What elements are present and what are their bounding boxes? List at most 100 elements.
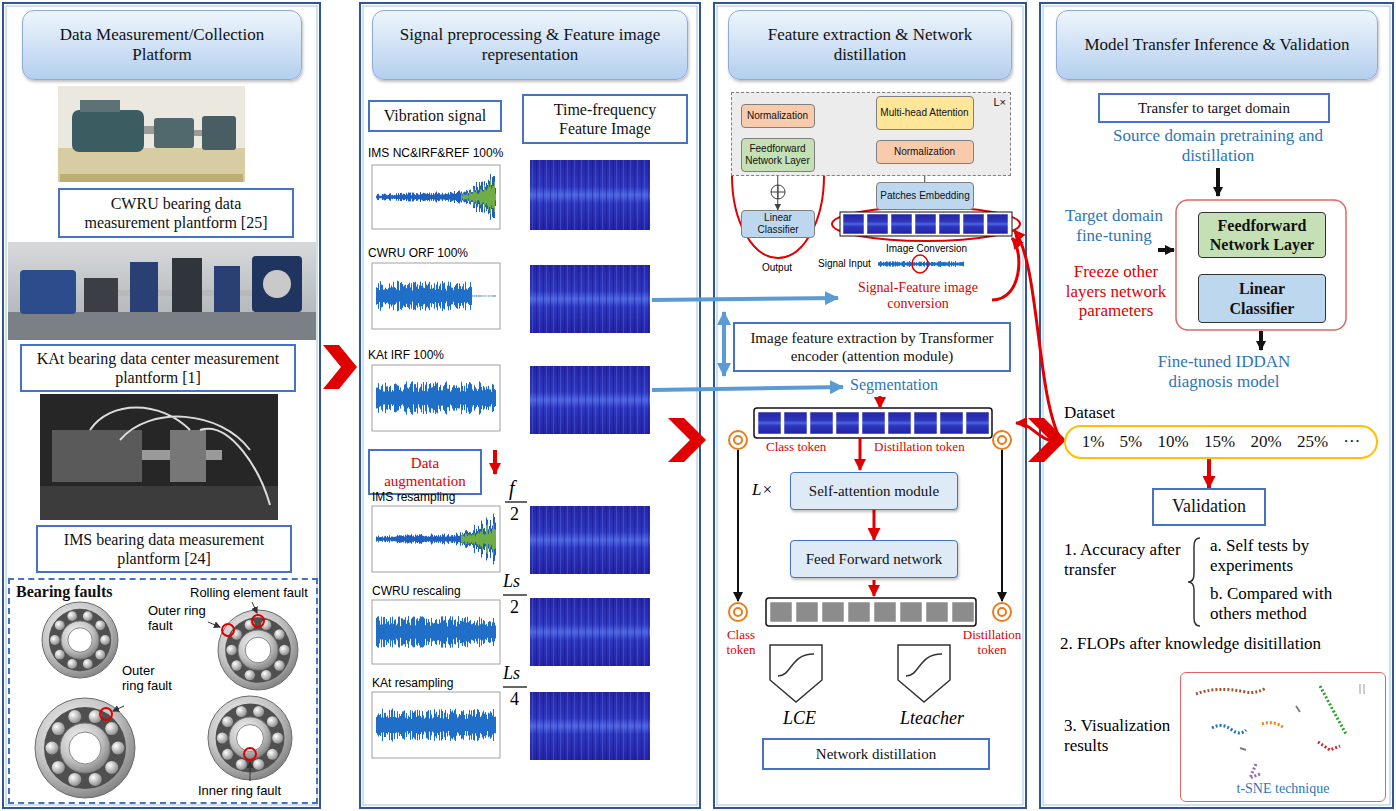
- panel-frames: [3, 3, 1393, 808]
- node-content: t-SNE technique: [1181, 781, 1385, 798]
- bearing-ball: [236, 759, 247, 770]
- node-text: 1%: [1080, 432, 1107, 452]
- annotation-label: 4: [510, 689, 519, 710]
- bearing-ball: [95, 650, 105, 660]
- patch: [822, 602, 844, 622]
- annotation-label: LCE: [783, 708, 816, 729]
- node-content: L×: [993, 96, 1006, 109]
- patch: [862, 412, 885, 434]
- bearing-inner: [61, 621, 99, 659]
- bearing-ball: [274, 629, 284, 639]
- node-content: Data Measurement/Collection Platform: [33, 25, 291, 66]
- patch: [987, 214, 1008, 234]
- node-text: Self-attention module: [809, 482, 939, 500]
- node-content: Linear Classifier: [1205, 279, 1319, 317]
- bearing-ball: [55, 620, 65, 630]
- bearing-ball: [83, 659, 93, 669]
- bearing-ball: [89, 773, 102, 786]
- node-text: Feature extraction & Network distillatio…: [739, 25, 1001, 66]
- layer-box: Normalization: [741, 104, 815, 128]
- bearing-outer: [208, 696, 292, 780]
- node-text: KAt bearing data center measurement plan…: [30, 349, 286, 387]
- annotation-label: 2: [510, 504, 519, 525]
- node-text: Data augmentation: [375, 454, 475, 490]
- process-box: Self-attention module: [790, 472, 958, 510]
- patch: [874, 602, 896, 622]
- header-box: Signal preprocessing & Feature image rep…: [372, 10, 688, 80]
- bearing-ball: [67, 659, 77, 669]
- annotation-label: 2. FLOPs after knowledge disitillation: [1060, 634, 1390, 654]
- connector: [1207, 459, 1211, 488]
- node-text: L×: [993, 96, 1006, 109]
- node-text: Feedforward Network Layer: [745, 143, 811, 167]
- node-text: Linear Classifier: [745, 212, 811, 236]
- node-content: Bearing faults: [16, 582, 112, 601]
- annotation-label: CWRU ORF 100%: [368, 247, 468, 261]
- annotation-label: Source domain pretraining and distillati…: [1106, 126, 1330, 165]
- tsne-scatter: [1196, 684, 1364, 778]
- node-text: Bearing faults: [16, 582, 112, 601]
- bearing-ball: [50, 635, 60, 645]
- layer-box: Feedforward Network Layer: [1198, 212, 1326, 258]
- annotation-label: Ls: [503, 571, 520, 592]
- header-box: Feature extraction & Network distillatio…: [728, 10, 1012, 80]
- patch: [770, 602, 792, 622]
- node-text: Linear Classifier: [1205, 279, 1319, 317]
- bearing-ball: [67, 611, 77, 621]
- node-text: 25%: [1295, 432, 1330, 452]
- node-text: IMS bearing data measurement plantform […: [46, 530, 282, 568]
- fraction-bars: [495, 450, 527, 687]
- layer-box: Normalization: [876, 140, 974, 164]
- node-content: Model Transfer Inference & Validation: [1084, 35, 1349, 55]
- node-content: Normalization: [894, 146, 955, 158]
- layer-box: Linear Classifier: [741, 210, 815, 238]
- annotation-label: Inner ring fault: [198, 784, 281, 799]
- annotation-label: Distillation token: [874, 440, 965, 455]
- annotation-label: IMS resampling: [372, 491, 455, 505]
- connector: [873, 510, 876, 540]
- bearing-ball: [222, 749, 233, 760]
- annotation-label: Signal Input: [818, 258, 871, 270]
- caption-box: KAt bearing data center measurement plan…: [20, 344, 296, 392]
- node-text: 20%: [1248, 432, 1283, 452]
- bearing-ball: [245, 670, 255, 680]
- node-text: Transfer to target domain: [1138, 99, 1290, 117]
- patch: [940, 412, 963, 434]
- distillation-decor: [729, 396, 1011, 702]
- node-text: 15%: [1202, 432, 1237, 452]
- bearing-outer: [42, 602, 118, 678]
- bearing-ball: [52, 722, 65, 735]
- annotation-label: Outer ring fault: [122, 664, 172, 694]
- node-content: KAt bearing data center measurement plan…: [30, 349, 286, 387]
- waveform: [377, 174, 496, 220]
- node-content: Self-attention module: [809, 482, 939, 500]
- annotation-label: Image Conversion: [886, 243, 967, 255]
- process-box: Image feature extraction by Transformer …: [733, 322, 1011, 372]
- flow-arrows: [652, 230, 1062, 442]
- dataset-oval: 1%5%10%15%20%25%···: [1064, 425, 1378, 459]
- annotation-label: IMS NC&IRF&REF 100%: [368, 147, 503, 161]
- node-content: Transfer to target domain: [1138, 99, 1290, 117]
- annotation-label: Target domain fine-tuning: [1058, 206, 1170, 245]
- node-content: Validation: [1172, 496, 1246, 518]
- waveform: [377, 709, 496, 742]
- process-box: Network distillation: [762, 738, 990, 770]
- annotation-label: Class token: [719, 628, 763, 658]
- bearing-ball: [95, 620, 105, 630]
- waveform: [462, 524, 496, 555]
- node-content: CWRU bearing data measurement plantform …: [68, 194, 284, 232]
- caption-box: IMS bearing data measurement plantform […: [36, 525, 292, 573]
- patch: [891, 214, 912, 234]
- node-content: Time-frequency Feature Image: [532, 100, 678, 138]
- bearing-ball: [253, 759, 264, 770]
- patch: [914, 412, 937, 434]
- patch: [952, 602, 974, 622]
- layer-box: Multi-head Attention: [876, 96, 974, 130]
- annotation-label: a. Self tests by experiments: [1210, 536, 1370, 575]
- output-row: [766, 598, 976, 626]
- bearing-ball: [55, 650, 65, 660]
- bearing-ball: [217, 733, 228, 744]
- patch: [796, 602, 818, 622]
- node-text: Model Transfer Inference & Validation: [1084, 35, 1349, 55]
